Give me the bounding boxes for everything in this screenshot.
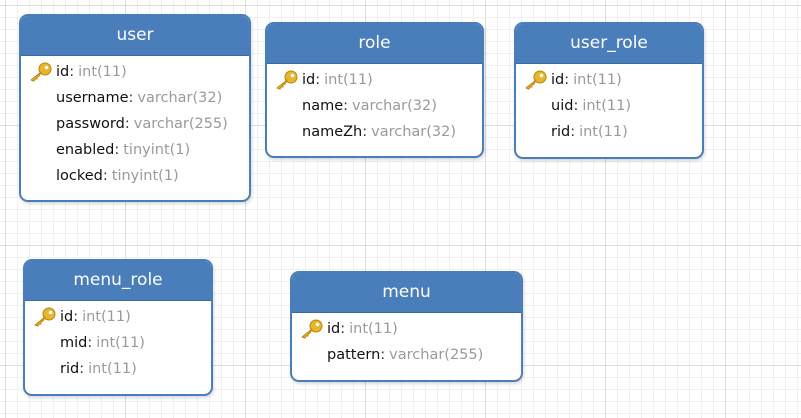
field-separator: :: [343, 98, 349, 114]
field-row[interactable]: nameZh:varchar(32): [267, 119, 482, 145]
field-row[interactable]: rid:int(11): [516, 119, 702, 145]
field-name: locked: [56, 168, 103, 184]
field-name: rid: [60, 361, 80, 377]
field-type: varchar(255): [389, 347, 484, 363]
field-name: id: [56, 64, 70, 80]
field-separator: :: [128, 90, 134, 106]
field-row[interactable]: password:varchar(255): [21, 111, 249, 137]
field-type: varchar(32): [371, 124, 457, 140]
field-type: int(11): [96, 335, 145, 351]
field-row[interactable]: rid:int(11): [25, 356, 211, 382]
field-row[interactable]: locked:tinyint(1): [21, 163, 249, 189]
field-name: id: [302, 72, 316, 88]
table-title: role: [267, 24, 482, 64]
field-row[interactable]: enabled:tinyint(1): [21, 137, 249, 163]
table-title: menu_role: [25, 261, 211, 301]
field-name: rid: [551, 124, 571, 140]
table-fields: id:int(11) username:varchar(32) password…: [21, 56, 249, 189]
field-type: int(11): [324, 72, 373, 88]
field-separator: :: [102, 168, 108, 184]
field-type: int(11): [582, 98, 631, 114]
field-separator: :: [114, 142, 120, 158]
field-name: id: [551, 72, 565, 88]
key-icon: [30, 62, 52, 82]
field-type: int(11): [579, 124, 628, 140]
key-icon: [276, 70, 298, 90]
field-row[interactable]: id:int(11): [267, 67, 482, 93]
field-row[interactable]: id:int(11): [516, 67, 702, 93]
field-type: varchar(32): [352, 98, 437, 114]
field-separator: :: [73, 309, 79, 325]
key-icon: [525, 70, 547, 90]
field-row[interactable]: mid:int(11): [25, 330, 211, 356]
table-menu-role[interactable]: menu_role id:int(11) mid:int(11) rid:int…: [23, 259, 213, 396]
table-title: menu: [292, 273, 521, 313]
field-row[interactable]: uid:int(11): [516, 93, 702, 119]
field-row[interactable]: id:int(11): [292, 316, 521, 342]
field-separator: :: [69, 64, 75, 80]
field-type: int(11): [88, 361, 137, 377]
field-row[interactable]: id:int(11): [25, 304, 211, 330]
table-title: user: [21, 16, 249, 56]
field-separator: :: [124, 116, 130, 132]
field-type: int(11): [78, 64, 127, 80]
field-separator: :: [340, 321, 346, 337]
field-separator: :: [380, 347, 386, 363]
table-user-role[interactable]: user_role id:int(11) uid:int(11) rid:int…: [514, 22, 704, 159]
field-name: mid: [60, 335, 88, 351]
field-type: tinyint(1): [123, 142, 191, 158]
field-name: id: [327, 321, 341, 337]
field-row[interactable]: name:varchar(32): [267, 93, 482, 119]
field-separator: :: [87, 335, 93, 351]
field-row[interactable]: username:varchar(32): [21, 85, 249, 111]
table-role[interactable]: role id:int(11) name:varchar(32) nameZh:…: [265, 22, 484, 158]
table-title: user_role: [516, 24, 702, 64]
field-name: pattern: [327, 347, 381, 363]
key-icon: [34, 307, 56, 327]
field-type: varchar(32): [137, 90, 223, 106]
field-name: uid: [551, 98, 574, 114]
field-row[interactable]: id:int(11): [21, 59, 249, 85]
field-name: username: [56, 90, 129, 106]
field-type: int(11): [82, 309, 131, 325]
field-name: id: [60, 309, 74, 325]
key-icon: [301, 319, 323, 339]
table-menu[interactable]: menu id:int(11) pattern:varchar(255): [290, 271, 523, 382]
field-type: varchar(255): [133, 116, 228, 132]
field-type: tinyint(1): [111, 168, 179, 184]
field-separator: :: [570, 124, 576, 140]
table-fields: id:int(11) name:varchar(32) nameZh:varch…: [267, 64, 482, 145]
field-name: password: [56, 116, 125, 132]
field-separator: :: [564, 72, 570, 88]
field-name: nameZh: [302, 124, 363, 140]
table-fields: id:int(11) pattern:varchar(255): [292, 313, 521, 368]
table-fields: id:int(11) mid:int(11) rid:int(11): [25, 301, 211, 382]
field-separator: :: [315, 72, 321, 88]
field-separator: :: [573, 98, 579, 114]
table-fields: id:int(11) uid:int(11) rid:int(11): [516, 64, 702, 145]
field-type: int(11): [573, 72, 622, 88]
table-user[interactable]: user id:int(11) username:varchar(32) pas…: [19, 14, 251, 202]
field-separator: :: [79, 361, 85, 377]
field-name: enabled: [56, 142, 115, 158]
field-row[interactable]: pattern:varchar(255): [292, 342, 521, 368]
field-separator: :: [362, 124, 368, 140]
field-name: name: [302, 98, 344, 114]
field-type: int(11): [349, 321, 398, 337]
